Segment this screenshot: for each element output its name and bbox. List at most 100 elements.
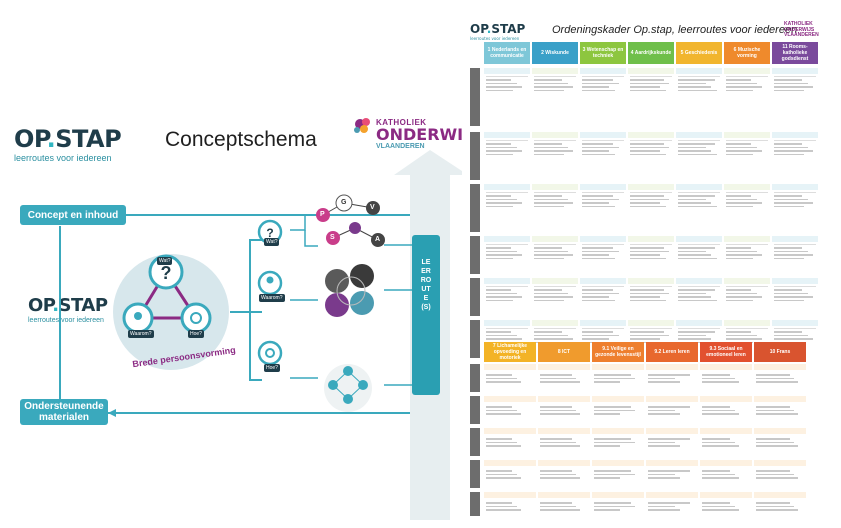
cell-text [582,140,624,179]
cell-band [724,132,770,138]
text-line [726,334,757,336]
cell-band [772,68,818,74]
cell-band [646,492,698,498]
text-line [702,477,739,479]
text-line [702,438,731,440]
text-line [486,250,517,252]
text-line [594,505,636,507]
text-line [774,150,814,152]
text-line [540,406,572,408]
text-line [486,473,517,475]
text-line [630,205,666,207]
text-line [594,477,621,479]
text-line [534,86,574,88]
text-line [534,289,563,291]
cell-text [582,286,624,315]
cell-band [628,278,674,284]
text-line [486,82,517,84]
row-side-label [470,396,480,424]
text-line [774,254,814,256]
cell-band [592,428,644,434]
cell-band [772,278,818,284]
text-line [534,153,564,155]
text-line [534,195,563,197]
text-line [726,202,763,204]
cell-band [772,320,818,326]
text-line [594,413,621,415]
column-header: 6 Muzische vorming [724,42,770,64]
text-line [582,250,619,252]
branch-label-wat: Wat? [264,238,280,246]
text-line [582,153,615,155]
cell-band [676,68,722,74]
cell-band [676,278,722,284]
text-line [534,150,574,152]
leerroute-label: LEERROUTE(S) [420,259,432,311]
cell-text [534,286,576,315]
opstap-logo: OP.STAP leerroutes voor iedereen [14,127,124,163]
cell-text [756,404,804,424]
cell-text [594,436,642,456]
text-line [678,292,706,294]
cell-band [646,364,698,370]
triangle-label-waarom: Waarom? [128,330,154,338]
text-line [648,374,691,376]
cell-text [774,244,816,273]
text-line [648,509,680,511]
text-line [648,505,676,507]
text-line [486,146,517,148]
text-line [756,438,790,440]
image-cluster [325,264,374,317]
text-line [486,143,512,145]
text-line [756,509,799,511]
text-line [726,205,753,207]
text-line [486,89,513,91]
cell-band [592,396,644,402]
text-line [582,82,619,84]
row-side-label [470,278,480,316]
text-line [726,296,763,298]
cell-band [772,184,818,190]
text-line [678,202,712,204]
cell-band [676,236,722,242]
cell-text [540,500,588,516]
text-line [630,289,665,291]
cell-band [724,236,770,242]
text-line [726,86,763,88]
text-line [540,502,572,504]
text-line [582,150,610,152]
cell-band [538,492,590,498]
logo-subtitle: leerroutes voor iedereen [14,153,112,163]
text-line [534,338,574,340]
text-line [582,338,610,340]
text-line [594,445,621,447]
cell-text [648,500,696,516]
cell-band [592,492,644,498]
cell-text [726,286,768,315]
text-line [756,473,794,475]
node-letter-g: G [341,199,347,206]
text-line [678,86,712,88]
cell-band [592,364,644,370]
cell-text [486,286,528,315]
cell-text [594,468,642,488]
text-line [486,438,513,440]
text-line [630,292,670,294]
text-line [678,82,706,84]
text-line [486,198,517,200]
text-line [648,377,676,379]
text-line [678,153,717,155]
text-line [726,143,752,145]
text-line [678,205,717,207]
text-line [774,79,803,81]
cell-band [754,428,806,434]
text-line [774,82,808,84]
text-line [486,296,523,298]
text-line [594,438,631,440]
cell-text [630,192,672,231]
cell-text [486,140,528,179]
text-line [702,502,731,504]
cell-text [594,372,642,392]
cell-band [700,492,752,498]
svg-text:?: ? [161,263,172,283]
